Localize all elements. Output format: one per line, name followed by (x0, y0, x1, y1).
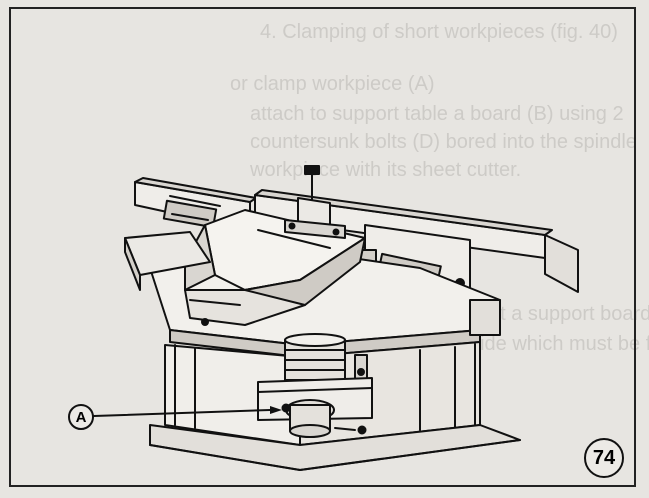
figure-number-badge: 74 (584, 438, 624, 478)
left-table-extension (124, 231, 211, 291)
callout-label-a: A (68, 404, 94, 430)
workpiece-clamp (257, 377, 373, 438)
figure-frame (9, 7, 636, 487)
pressure-screw (284, 165, 346, 239)
callout-leader-line (93, 406, 282, 417)
